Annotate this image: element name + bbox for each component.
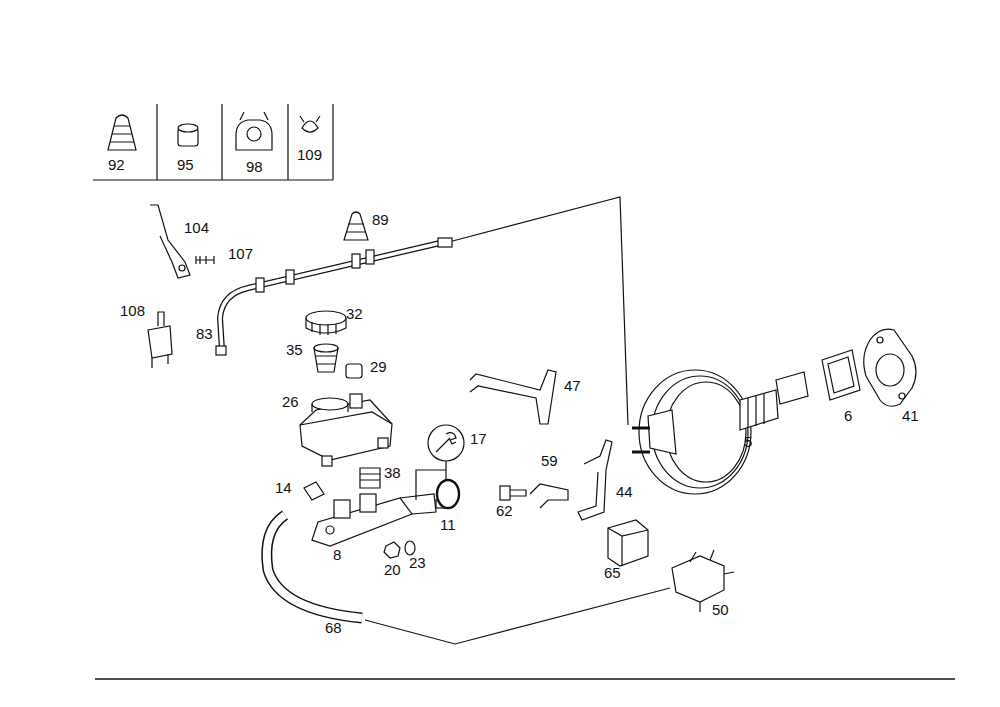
plate bbox=[864, 329, 916, 406]
leader-line bbox=[445, 197, 628, 425]
callout-number: 50 bbox=[712, 602, 729, 618]
leader-line bbox=[365, 588, 670, 644]
bracket bbox=[530, 484, 568, 508]
seal bbox=[304, 482, 324, 500]
nut bbox=[384, 542, 400, 558]
bracket bbox=[578, 440, 612, 520]
wrench-symbol bbox=[428, 425, 464, 461]
callout-number: 8 bbox=[333, 547, 341, 563]
callout-number: 59 bbox=[541, 453, 558, 469]
grommet bbox=[344, 212, 368, 240]
callout-number: 108 bbox=[120, 303, 145, 319]
callout-number: 68 bbox=[325, 620, 342, 636]
callout-number: 17 bbox=[470, 431, 487, 447]
callout-number: 26 bbox=[282, 394, 299, 410]
callout-number: 14 bbox=[275, 480, 292, 496]
clip bbox=[608, 520, 648, 566]
callout-number: 83 bbox=[196, 326, 213, 342]
callout-number: 35 bbox=[286, 342, 303, 358]
brake-booster bbox=[632, 370, 808, 494]
o-ring bbox=[437, 480, 459, 508]
page-rule bbox=[95, 678, 955, 680]
bracket bbox=[470, 370, 556, 424]
callout-number: 47 bbox=[564, 378, 581, 394]
callout-number: 62 bbox=[496, 503, 513, 519]
callout-number: 89 bbox=[372, 212, 389, 228]
callout-number: 41 bbox=[902, 408, 919, 424]
master-cylinder bbox=[312, 494, 448, 546]
callout-number: 23 bbox=[409, 555, 426, 571]
callout-number: 65 bbox=[604, 565, 621, 581]
callout-number: 98 bbox=[246, 159, 263, 175]
connector bbox=[148, 326, 172, 358]
symbol-table bbox=[93, 104, 333, 180]
callout-number: 32 bbox=[346, 306, 363, 322]
callout-number: 109 bbox=[297, 147, 322, 163]
plug bbox=[346, 364, 362, 378]
callout-number: 29 bbox=[370, 359, 387, 375]
callout-number: 44 bbox=[616, 484, 633, 500]
gasket bbox=[822, 350, 860, 400]
bolt bbox=[500, 486, 510, 500]
bracket bbox=[150, 205, 190, 278]
reservoir-cap bbox=[306, 311, 346, 335]
callout-number: 11 bbox=[440, 517, 456, 533]
callout-number: 92 bbox=[108, 157, 125, 173]
callout-number: 107 bbox=[228, 246, 253, 262]
callout-number: 5 bbox=[744, 434, 752, 450]
seal bbox=[360, 468, 380, 488]
callout-number: 20 bbox=[384, 562, 401, 578]
callout-number: 95 bbox=[177, 157, 194, 173]
callout-number: 6 bbox=[844, 408, 852, 424]
reservoir bbox=[300, 394, 392, 466]
callout-number: 104 bbox=[184, 220, 209, 236]
washer bbox=[405, 541, 415, 555]
callout-number: 38 bbox=[384, 465, 401, 481]
brake-line bbox=[216, 238, 452, 355]
